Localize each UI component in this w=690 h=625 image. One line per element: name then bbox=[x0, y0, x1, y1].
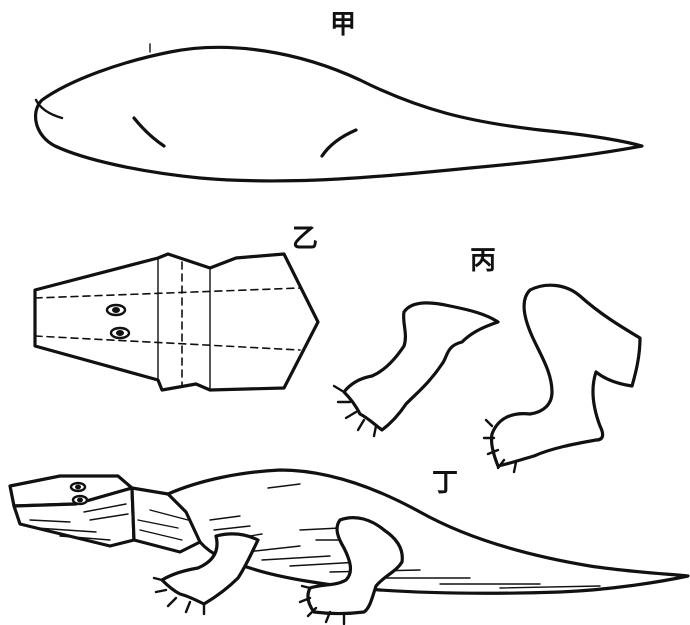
tail-piece-slit-right bbox=[322, 130, 356, 156]
label-bing: 丙 bbox=[470, 248, 496, 274]
hind-leg-outline bbox=[491, 285, 640, 466]
template-dashed-fold-lower bbox=[35, 336, 300, 350]
figure-yi-fold-template bbox=[35, 254, 318, 390]
front-leg-outline bbox=[344, 303, 498, 430]
template-outline bbox=[35, 254, 318, 390]
model-body-outline bbox=[168, 470, 688, 593]
template-dashed-fold-upper bbox=[35, 288, 300, 298]
tail-piece-outline bbox=[36, 47, 642, 181]
template-pupil-upper bbox=[112, 307, 120, 313]
figure-bing-legs bbox=[334, 285, 640, 472]
label-yi: 乙 bbox=[292, 226, 318, 252]
model-body-ridge bbox=[268, 484, 300, 488]
model-neck bbox=[132, 488, 200, 552]
model-pupil-lower bbox=[77, 498, 83, 503]
model-body-hatching bbox=[210, 516, 600, 588]
template-pupil-lower bbox=[116, 330, 124, 336]
model-pupil-upper bbox=[75, 485, 81, 490]
front-leg-claws bbox=[334, 386, 376, 436]
label-ding: 丁 bbox=[432, 470, 458, 496]
tail-piece-slit-left bbox=[134, 118, 164, 146]
label-jia: 甲 bbox=[330, 12, 356, 38]
model-hind-leg bbox=[308, 518, 402, 614]
figure-jia-tail-piece bbox=[36, 44, 642, 181]
figure-ding-assembled bbox=[10, 470, 688, 624]
